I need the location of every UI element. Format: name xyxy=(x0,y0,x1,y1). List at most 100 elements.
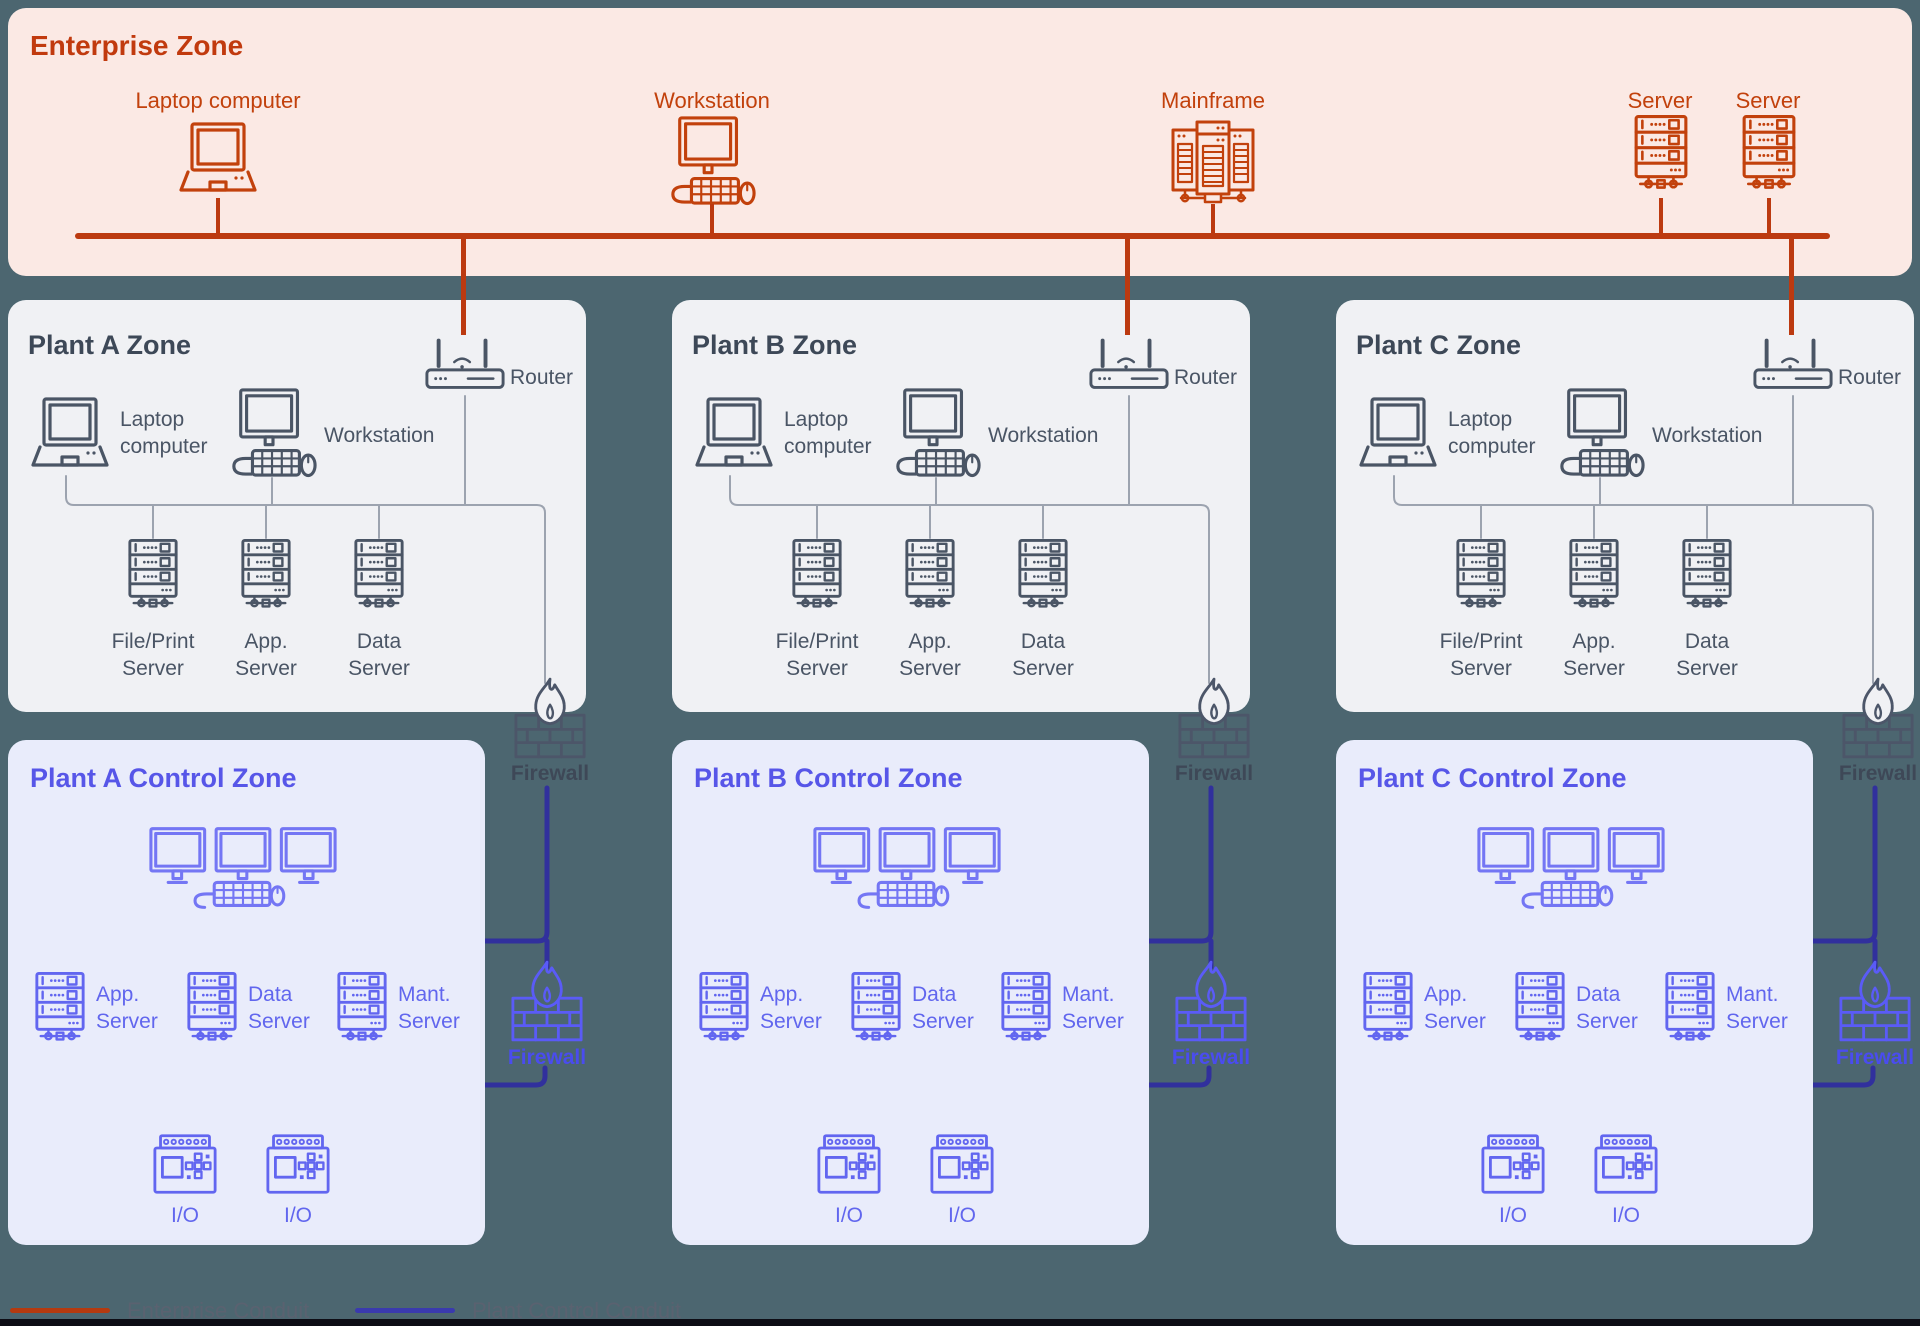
server-icon xyxy=(239,538,293,618)
workstation-icon xyxy=(1554,388,1648,478)
firewall-label: Firewall xyxy=(507,1046,587,1069)
workstation-label: Workstation xyxy=(1652,424,1763,447)
firewall-icon xyxy=(511,958,583,1044)
data-server-label: Data Server xyxy=(1676,630,1738,680)
router-icon xyxy=(1087,334,1171,394)
firewall-icon xyxy=(514,676,586,760)
firewall-icon xyxy=(1175,958,1247,1044)
firewall-icon xyxy=(1839,958,1911,1044)
io-label: I/O xyxy=(834,1204,863,1227)
laptop-label: Laptop computer xyxy=(120,408,208,458)
io-label: I/O xyxy=(1498,1204,1527,1227)
server-icon xyxy=(999,970,1053,1052)
io-module-icon xyxy=(1481,1132,1545,1196)
io-label: I/O xyxy=(283,1204,312,1227)
plant-c-column: Plant C Zone Router Laptop computer Work… xyxy=(1336,0,1917,1326)
firewall-label: Firewall xyxy=(510,762,590,785)
laptop-icon xyxy=(1356,394,1440,476)
app-server-label: App. Server xyxy=(1563,630,1625,680)
enterprise-server-label: Server xyxy=(1735,88,1801,113)
server-icon xyxy=(126,538,180,618)
enterprise-conduit-drop xyxy=(1125,239,1130,335)
server-icon xyxy=(790,538,844,618)
laptop-label: Laptop computer xyxy=(1448,408,1536,458)
plant-b-control-zone-card xyxy=(672,740,1149,1245)
fileprint-server-label: File/Print Server xyxy=(1439,630,1523,680)
cz-data-server-label: Data Server xyxy=(248,983,310,1033)
app-server-label: App. Server xyxy=(899,630,961,680)
fileprint-server-label: File/Print Server xyxy=(111,630,195,680)
cz-app-server-label: App. Server xyxy=(1424,983,1486,1033)
plant-control-conduit-swatch xyxy=(355,1308,455,1313)
server-icon xyxy=(33,970,87,1052)
enterprise-zone-card xyxy=(8,8,1912,276)
firewall-label: Firewall xyxy=(1171,1046,1251,1069)
fileprint-server-label: File/Print Server xyxy=(775,630,859,680)
plant-network-lines xyxy=(729,395,1210,684)
io-label: I/O xyxy=(947,1204,976,1227)
server-icon xyxy=(335,970,389,1052)
server-icon xyxy=(1680,538,1734,618)
router-icon xyxy=(1751,334,1835,394)
enterprise-zone-title: Enterprise Zone xyxy=(30,30,244,61)
hmi-icon xyxy=(149,826,337,912)
server-icon xyxy=(1513,970,1567,1052)
firewall-icon xyxy=(1842,676,1914,760)
plant-c-control-zone-card xyxy=(1336,740,1813,1245)
plant-network-lines xyxy=(1393,395,1874,684)
io-module-icon xyxy=(266,1132,330,1196)
server-icon xyxy=(1016,538,1070,618)
plant-a-column: Plant A Zone Router Laptop computer Work… xyxy=(8,0,589,1326)
firewall-label: Firewall xyxy=(1838,762,1918,785)
hmi-icon xyxy=(813,826,1001,912)
plant-b-column: Plant B Zone Router Laptop computer Work… xyxy=(672,0,1253,1326)
router-label: Router xyxy=(1174,366,1238,389)
network-link-line xyxy=(216,198,220,236)
enterprise-conduit-swatch xyxy=(10,1308,110,1313)
io-module-icon xyxy=(817,1132,881,1196)
network-link-line xyxy=(1659,198,1663,236)
legend-plant-control-conduit: Plant Control Conduit xyxy=(472,1298,682,1323)
enterprise-mainframe-label: Mainframe xyxy=(1161,88,1265,113)
server-icon xyxy=(903,538,957,618)
cz-data-server-label: Data Server xyxy=(1576,983,1638,1033)
plant-b-zone-title: Plant B Zone xyxy=(692,330,858,360)
laptop-icon xyxy=(692,394,776,476)
server-icon xyxy=(849,970,903,1052)
plant-a-control-zone-card xyxy=(8,740,485,1245)
server-icon xyxy=(185,970,239,1052)
enterprise-laptop-label: Laptop computer xyxy=(135,88,301,113)
enterprise-workstation-label: Workstation xyxy=(654,88,770,113)
io-label: I/O xyxy=(1611,1204,1640,1227)
router-icon xyxy=(423,334,507,394)
workstation-label: Workstation xyxy=(324,424,435,447)
data-server-label: Data Server xyxy=(1012,630,1074,680)
plant-a-control-zone-title: Plant A Control Zone xyxy=(30,763,297,793)
workstation-icon xyxy=(226,388,320,478)
plant-c-control-zone-title: Plant C Control Zone xyxy=(1358,763,1627,793)
server-icon xyxy=(1663,970,1717,1052)
network-link-line xyxy=(1767,198,1771,236)
plant-a-zone-title: Plant A Zone xyxy=(28,330,192,360)
server-icon xyxy=(1567,538,1621,618)
hmi-icon xyxy=(1477,826,1665,912)
laptop-label: Laptop computer xyxy=(784,408,872,458)
firewall-icon xyxy=(1178,676,1250,760)
io-label: I/O xyxy=(170,1204,199,1227)
cz-app-server-label: App. Server xyxy=(760,983,822,1033)
server-icon xyxy=(1454,538,1508,618)
plant-network-lines xyxy=(65,395,546,684)
firewall-label: Firewall xyxy=(1174,762,1254,785)
enterprise-conduit-drop xyxy=(1789,239,1794,335)
plant-b-control-zone-title: Plant B Control Zone xyxy=(694,763,963,793)
server-icon xyxy=(1361,970,1415,1052)
cz-mant-server-label: Mant. Server xyxy=(1726,983,1788,1033)
router-label: Router xyxy=(1838,366,1902,389)
router-label: Router xyxy=(510,366,574,389)
data-server-label: Data Server xyxy=(348,630,410,680)
bottom-bar xyxy=(0,1319,1920,1326)
enterprise-conduit-drop xyxy=(461,239,466,335)
server-icon xyxy=(697,970,751,1052)
app-server-label: App. Server xyxy=(235,630,297,680)
